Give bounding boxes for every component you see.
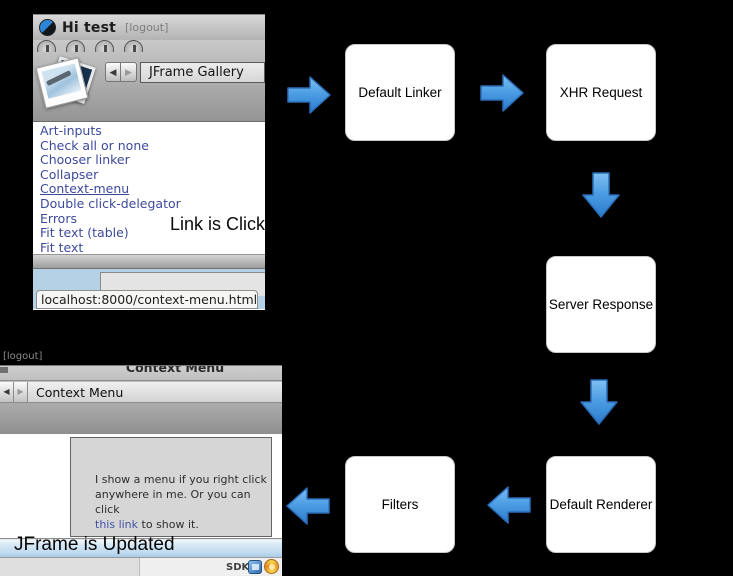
knob-icon[interactable]: [124, 40, 143, 52]
logout-link[interactable]: [logout]: [3, 351, 43, 362]
gallery-link[interactable]: Context-menu: [40, 181, 130, 197]
arrow-xhr-to-server-icon: [582, 172, 620, 218]
swirl-status-icon[interactable]: [264, 559, 279, 574]
back-button[interactable]: ◀: [0, 382, 14, 402]
flow-box-label: Server Response: [548, 297, 654, 312]
scroll-strip: [0, 539, 282, 557]
logout-link[interactable]: [logout]: [125, 21, 169, 34]
panel-line: I show a menu if you right click: [95, 473, 267, 486]
nav-title: Context Menu: [36, 385, 124, 400]
browser-window-top: Hi test [logout] ◀ ▶ JFrame Gallery Art-…: [33, 14, 265, 310]
flow-box-default-linker: Default Linker: [345, 44, 455, 141]
photos-icon: [35, 53, 99, 115]
gallery-link[interactable]: Double click-delegator: [40, 195, 181, 211]
panel-text: I show a menu if you right click anywher…: [95, 472, 271, 532]
flow-box-label: XHR Request: [559, 85, 643, 100]
gallery-link[interactable]: Fit text: [40, 239, 84, 255]
browser-chrome: Context Menu ◀ ▶ Context Menu: [0, 365, 282, 434]
flow-box-label: Filters: [381, 497, 419, 512]
panel-line: to show it.: [138, 518, 199, 531]
page-content: I show a menu if you right click anywher…: [0, 434, 282, 539]
forward-button[interactable]: ▶: [14, 382, 28, 402]
window-title: Context Menu: [125, 366, 225, 375]
flow-box-label: Default Linker: [358, 85, 442, 100]
annotation-link-clicked: Link is Clicked: [170, 214, 265, 234]
status-bar: SDK: [0, 557, 282, 576]
clipped-window-title: Context Menu: [0, 366, 282, 381]
context-menu-panel[interactable]: I show a menu if you right click anywher…: [70, 437, 272, 537]
browser-toolbar: ◀ ▶ JFrame Gallery: [33, 40, 265, 122]
flow-box-server-response: Server Response: [546, 256, 656, 353]
arrow-linker-to-xhr-icon: [480, 74, 524, 112]
status-url-tooltip: localhost:8000/context-menu.html: [36, 290, 258, 309]
window-corner: [0, 367, 8, 373]
flow-box-label: Default Renderer: [549, 497, 653, 512]
photo-status-icon[interactable]: [248, 560, 262, 574]
gallery-link[interactable]: Errors: [40, 210, 77, 226]
status-bar-left: [0, 558, 140, 576]
gallery-link[interactable]: Chooser linker: [40, 152, 130, 168]
annotation-jframe-updated: JFrame is Updated: [14, 534, 175, 555]
panel-line: anywhere in me. Or you can click: [95, 488, 251, 516]
knob-icon[interactable]: [66, 40, 85, 52]
app-logo-icon: [39, 19, 56, 36]
gallery-link[interactable]: Fit text (table): [40, 225, 129, 241]
knob-icon[interactable]: [95, 40, 114, 52]
arrow-filters-to-window-icon: [286, 487, 330, 525]
gallery-footer: localhost:8000/context-menu.html: [33, 269, 265, 309]
back-button[interactable]: ◀: [105, 62, 121, 82]
toolbar-knobs: [37, 40, 177, 52]
gallery-divider-bar: [33, 254, 265, 269]
gallery-link[interactable]: Check all or none: [40, 137, 149, 153]
this-link[interactable]: this link: [95, 518, 139, 531]
forward-button[interactable]: ▶: [121, 62, 137, 82]
arrow-renderer-to-filters-icon: [487, 486, 531, 524]
nav-row: ◀ ▶ Context Menu: [0, 382, 282, 403]
flow-box-xhr-request: XHR Request: [546, 44, 656, 141]
app-title: Hi test: [62, 19, 117, 36]
gallery-title-field[interactable]: JFrame Gallery: [140, 62, 265, 83]
flow-box-filters: Filters: [345, 456, 455, 553]
knob-icon[interactable]: [37, 40, 56, 52]
sdk-label: SDK: [226, 562, 250, 573]
browser-window-bottom: [logout] Context Menu ◀ ▶ Context Menu I…: [0, 350, 282, 576]
nav-buttons: ◀ ▶: [105, 62, 137, 82]
gallery-link[interactable]: Art-inputs: [40, 123, 102, 138]
titlebar[interactable]: Hi test [logout]: [33, 14, 265, 40]
arrow-window-to-default-linker-icon: [287, 76, 331, 114]
arrow-server-to-renderer-icon: [580, 379, 618, 425]
gallery-link[interactable]: Collapser: [40, 166, 99, 182]
flow-box-default-renderer: Default Renderer: [546, 456, 656, 553]
